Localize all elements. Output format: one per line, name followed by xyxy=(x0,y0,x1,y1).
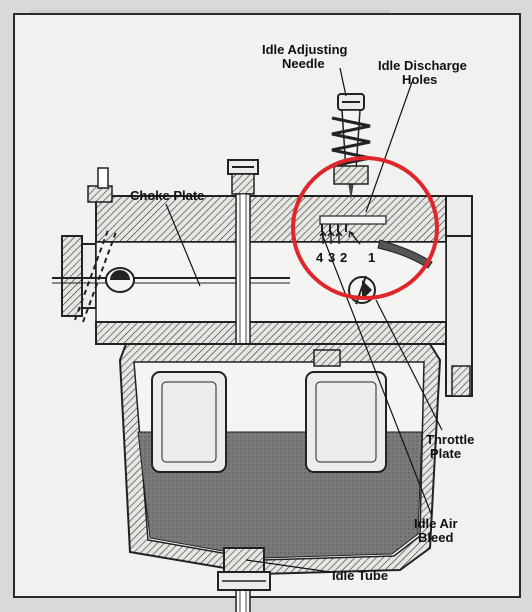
label-idle-discharge-holes-2: Holes xyxy=(402,72,437,87)
hole-number-4: 4 xyxy=(316,250,324,265)
label-idle-air-bleed-2: Bleed xyxy=(418,530,453,545)
label-idle-adjusting-needle-1: Idle Adjusting xyxy=(262,42,348,57)
hole-number-1: 1 xyxy=(368,250,375,265)
label-idle-air-bleed-1: Idle Air xyxy=(414,516,458,531)
right-float xyxy=(305,371,387,473)
bottom-fitting xyxy=(217,547,271,591)
label-throttle-plate-1: Throttle xyxy=(426,432,474,447)
highlight-circle xyxy=(291,156,439,300)
label-choke-plate: Choke Plate xyxy=(130,188,204,203)
left-float xyxy=(151,371,227,473)
label-idle-discharge-holes-1: Idle Discharge xyxy=(378,58,467,73)
carburetor-body xyxy=(87,167,447,345)
hole-number-2: 2 xyxy=(340,250,347,265)
float-bowl xyxy=(118,343,442,576)
callout-labels: Idle Adjusting Needle Idle Discharge Hol… xyxy=(130,42,474,583)
label-idle-tube: Idle Tube xyxy=(332,568,388,583)
label-throttle-plate-2: Plate xyxy=(430,446,461,461)
leader-lines xyxy=(165,67,443,573)
label-idle-adjusting-needle-2: Needle xyxy=(282,56,325,71)
